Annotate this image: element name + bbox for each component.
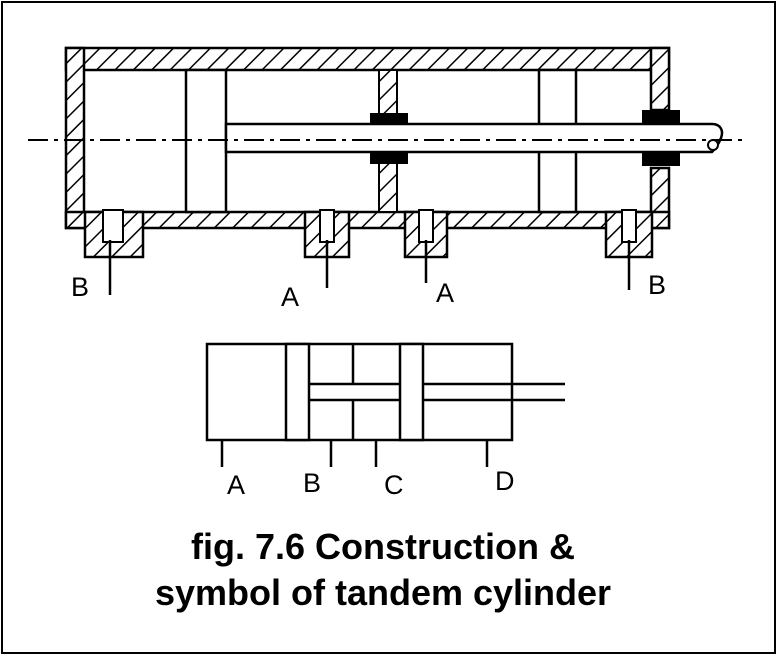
- seal-end-top: [642, 110, 680, 124]
- symbol-port-label-b: B: [303, 468, 321, 498]
- seal-middle-bottom: [370, 152, 408, 164]
- symbol-port-label-a: A: [227, 470, 245, 500]
- barrel-right-wall-upper: [649, 46, 671, 112]
- caption-line-2: symbol of tandem cylinder: [155, 572, 611, 613]
- barrel-bottom-wall: [64, 210, 671, 230]
- port-label-b-left: B: [71, 272, 89, 302]
- symbol-cylinder-body: [205, 342, 514, 442]
- construction-view: B A A B: [28, 46, 748, 312]
- port-passage-1: [102, 209, 124, 243]
- middle-partition-lower: [378, 162, 398, 213]
- symbol-piston-2: [398, 342, 425, 442]
- piston-rod: [224, 122, 724, 154]
- caption-line-1: fig. 7.6 Construction &: [191, 526, 575, 567]
- barrel-left-wall: [64, 46, 86, 230]
- port-label-a-right: A: [436, 278, 454, 308]
- symbol-port-label-d: D: [495, 466, 515, 496]
- symbol-view: A B C D: [205, 342, 565, 500]
- port-label-a-left: A: [281, 282, 299, 312]
- port-passage-4: [621, 209, 637, 243]
- port-passage-3: [418, 209, 434, 243]
- rod-end-break: [707, 139, 719, 151]
- symbol-piston-1: [284, 342, 311, 442]
- seal-end-bottom: [642, 152, 680, 166]
- symbol-port-label-c: C: [384, 470, 404, 500]
- middle-partition-upper: [378, 69, 398, 116]
- port-passage-2: [319, 209, 335, 243]
- port-label-b-right: B: [648, 270, 666, 300]
- barrel-top-wall: [64, 46, 671, 72]
- seal-middle-top: [370, 113, 408, 125]
